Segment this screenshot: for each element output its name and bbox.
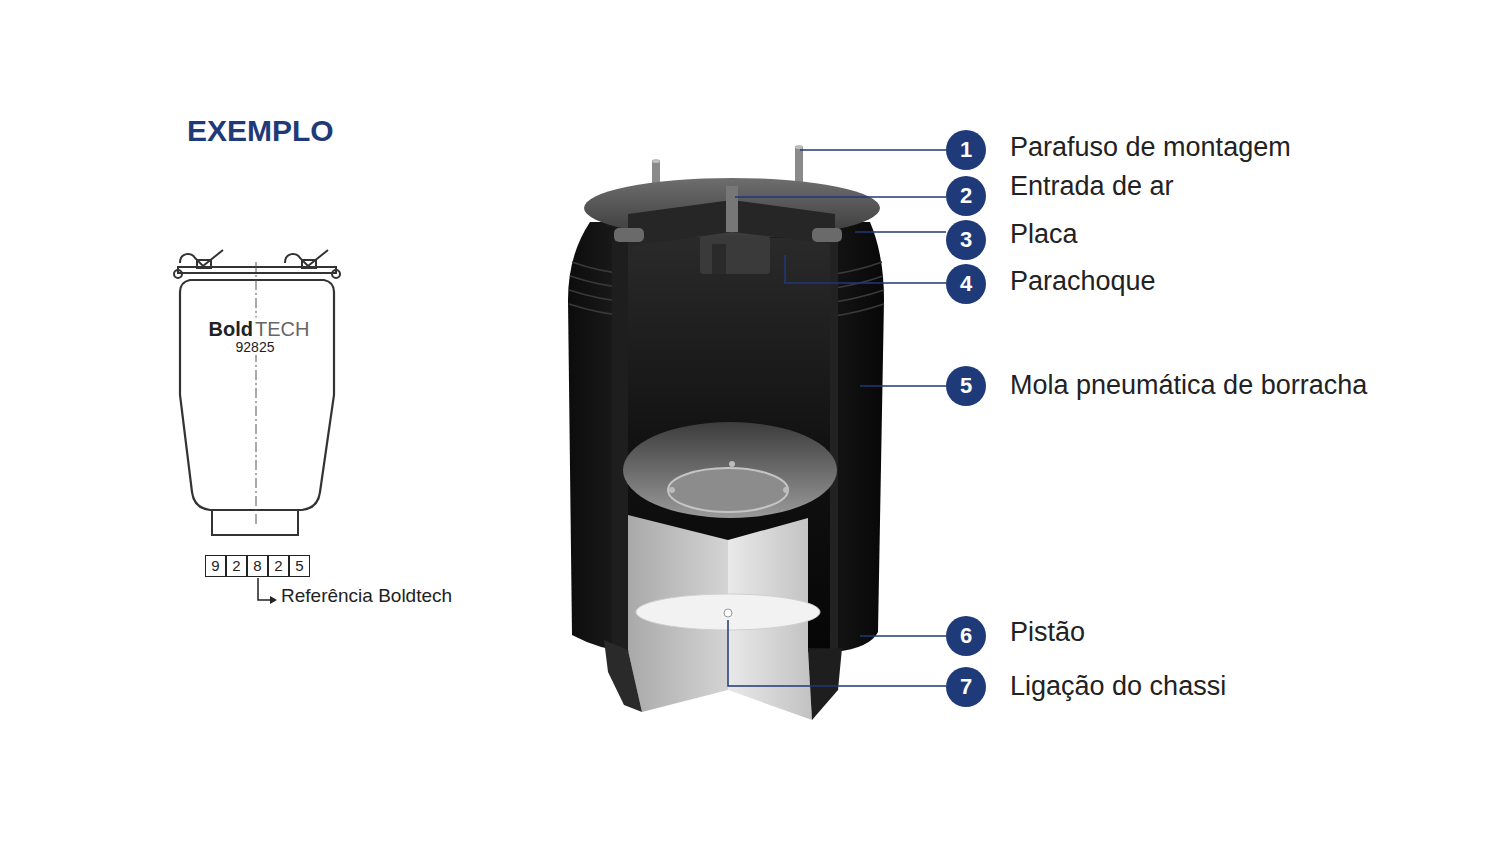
callout-circle: 5 [946,366,986,406]
mount-stud [669,487,675,493]
reference-digit: 5 [295,558,303,575]
bolt-top [795,145,803,149]
reference-arrow [258,578,271,600]
callout-circle: 2 [946,176,986,216]
part-name: Placa [1010,219,1078,250]
mounting-clip [180,250,223,266]
callout-number: 1 [960,138,972,162]
bumper [700,236,770,274]
reference-digit-box: 2 [268,555,289,577]
piston-flare [808,648,842,720]
bumper-detail [712,244,726,274]
bead-ring [174,270,182,278]
reference-digit: 9 [211,558,219,575]
piston-mount [668,468,788,512]
callout-number: 2 [960,184,972,208]
chassis-hole [724,609,732,617]
leader-line [785,255,946,283]
bead-ring [332,270,340,278]
ridge [835,262,882,274]
callout-number: 6 [960,624,972,648]
air-spring-cutaway [568,145,884,720]
bolt-top [652,159,660,163]
air-inlet [726,186,738,232]
callout-circle: 6 [946,616,986,656]
piston-bowl [623,422,837,518]
reference-digit-box: 2 [226,555,247,577]
cut-face [612,240,628,650]
mounting-nut [302,260,316,268]
piston-outline [212,510,298,535]
part-name: Entrada de ar [1010,171,1174,202]
reference-digit-box: 9 [205,555,226,577]
part-name: Parachoque [1010,266,1156,297]
part-name: Pistão [1010,617,1085,648]
part-name: Ligação do chassi [1010,671,1226,702]
crimp-ring [812,228,842,242]
diagram-title: EXEMPLO [187,114,334,149]
callout-circle: 1 [946,130,986,170]
reference-digit-box: 5 [289,555,310,577]
reference-label: Referência Boldtech [281,585,452,607]
callout-number: 5 [960,374,972,398]
callout-number: 4 [960,272,972,296]
mounting-clip [285,250,328,266]
leader-lines [728,150,946,686]
leader-line [860,385,946,387]
ridge [835,276,883,288]
crimp-ring [614,228,644,242]
callout-circle: 7 [946,667,986,707]
mounting-nut [197,260,211,268]
mount-stud [783,487,789,493]
callout-circle: 4 [946,264,986,304]
brand-name: TECH [254,318,310,341]
reference-digit: 8 [253,558,261,575]
brand-name: Bold [208,318,254,341]
arrow-head [270,596,277,604]
center-line [256,262,257,524]
leader-line [735,196,946,198]
part-name: Parafuso de montagem [1010,132,1291,163]
mount-stud [729,461,735,467]
leader-line [800,149,946,151]
callout-number: 7 [960,675,972,699]
callout-number: 3 [960,228,972,252]
part-name: Mola pneumática de borracha [1010,370,1367,401]
reference-digit: 2 [232,558,240,575]
bellows-outline [180,280,334,510]
reference-digit-box: 8 [247,555,268,577]
cut-face [830,240,838,650]
reference-digit: 2 [274,558,282,575]
piston-flare [604,640,642,712]
ridge [835,304,884,316]
ridge [835,290,884,302]
technical-drawing [174,250,340,604]
leader-line [860,635,946,637]
part-number: 92825 [235,339,276,355]
callout-circle: 3 [946,220,986,260]
leader-line [728,620,946,686]
leader-line [855,231,946,233]
